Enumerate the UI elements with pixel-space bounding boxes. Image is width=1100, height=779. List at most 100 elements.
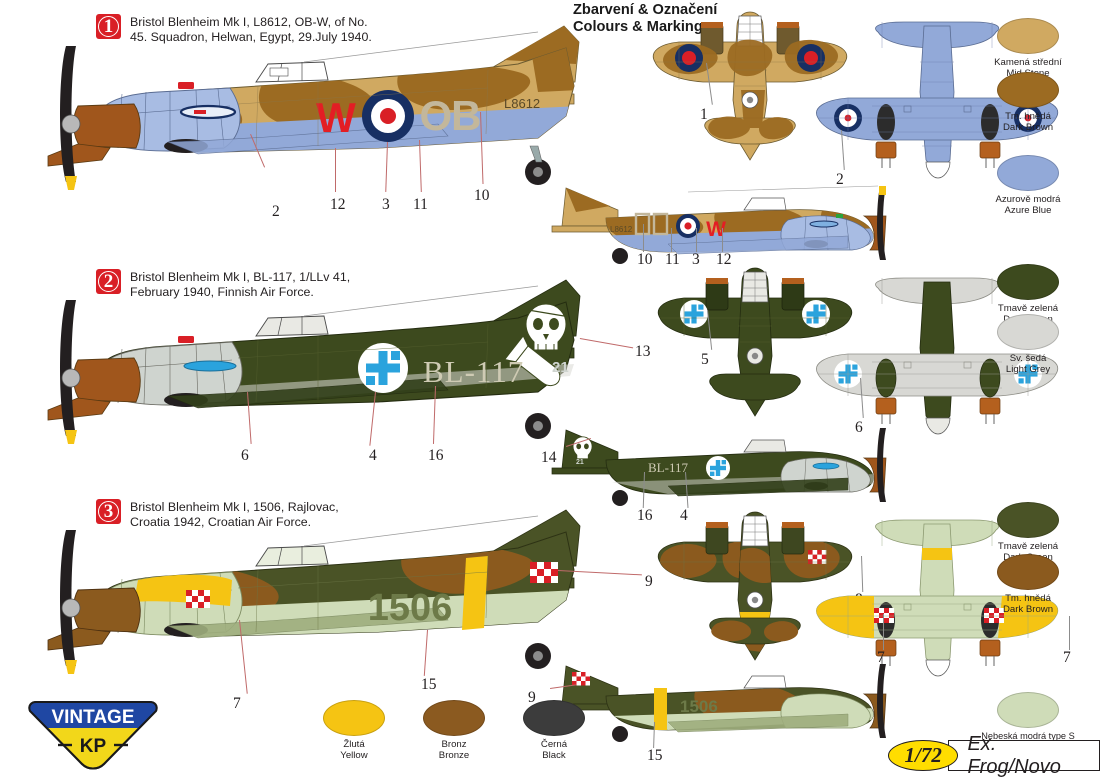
national-marking-starboard-2 — [706, 456, 730, 480]
national-marking-upper-right-2 — [802, 300, 830, 328]
engine-lower-fairing-1 — [47, 143, 111, 167]
logo-bottom-text: KP — [80, 736, 107, 757]
callout-13-profile-2: 13 — [635, 343, 651, 360]
vintage-kp-logo: VINTAGE KP — [28, 698, 158, 772]
tailwheel-starboard-2 — [612, 490, 628, 506]
panel-lines-1 — [237, 69, 489, 149]
propeller-starboard-3 — [877, 664, 886, 738]
engine-nacelle-right-3 — [781, 523, 805, 555]
callout-7-profile-3: 7 — [233, 695, 241, 712]
swatch-oval-dark-brown-1 — [997, 72, 1059, 108]
antenna-wire-3 — [303, 515, 539, 547]
nose-under-1 — [925, 161, 951, 179]
cockpit-canopy-3 — [255, 545, 329, 567]
scheme-caption-text-3: Bristol Blenheim Mk I, 1506, Rajlovac, C… — [130, 500, 339, 530]
propeller-1 — [60, 46, 76, 182]
callout-2-plan-1: 2 — [836, 171, 844, 188]
yellow-fuselage-band-3 — [462, 556, 488, 630]
aircraft-profile-starboard-1: L8612 W — [548, 182, 888, 264]
code-pair-port-1: OB — [420, 92, 481, 139]
kit-origin-label: Ex. Frog/Novo — [948, 733, 1100, 778]
swatch-oval-sky-type-s — [997, 692, 1059, 728]
page-title: Zbarvení & Označení Colours & Markings — [573, 2, 718, 35]
nose-light-2 — [178, 336, 194, 343]
propeller-2 — [60, 300, 76, 436]
callout-16-profile-2: 16 — [428, 447, 444, 464]
callout-15-starboard-3: 15 — [647, 747, 663, 764]
swatch-oval-azure-blue — [997, 155, 1059, 191]
callout-11-starboard-1: 11 — [665, 251, 680, 268]
callout-3-profile-1: 3 — [382, 196, 390, 213]
aircraft-plan-bottom-2 — [812, 277, 1062, 443]
nose-window-2 — [183, 360, 237, 372]
croatian-chequer-under-right-3 — [984, 608, 1004, 623]
serial-starboard-3: 1506 — [680, 697, 718, 716]
colour-swatch-mid-stone: Kamená středníMid Stone — [978, 18, 1078, 80]
callout-6-profile-2: 6 — [241, 447, 249, 464]
national-marking-port-2 — [358, 343, 408, 393]
nose-window-detail-1 — [194, 110, 206, 114]
croatian-chequer-nose-3 — [186, 590, 210, 608]
scheme-badge-3: 3 — [96, 499, 121, 524]
scheme-caption-text-2: Bristol Blenheim Mk I, BL-117, 1/LLv 41,… — [130, 270, 351, 300]
engine-nacelle-right-2 — [781, 279, 805, 311]
leader-line — [883, 614, 884, 650]
code-letter-port-1: W — [316, 94, 356, 141]
cockpit-canopy-1 — [255, 61, 329, 83]
callout-5-plan-2: 5 — [701, 351, 709, 368]
aircraft-plan-top-2 — [650, 267, 860, 433]
swatch-oval-dark-brown-3 — [997, 554, 1059, 590]
callout-11-profile-1: 11 — [413, 196, 428, 213]
swatch-oval-bronze — [423, 700, 485, 736]
leader-line — [722, 228, 723, 252]
aircraft-profile-starboard-3: 1506 — [548, 660, 888, 755]
scale-badge: 1/72 Ex. Frog/Novo — [888, 733, 1100, 778]
canopy-starboard-1 — [743, 197, 787, 211]
callout-4-starboard-2: 4 — [680, 507, 688, 524]
callout-2-profile-1: 2 — [272, 203, 280, 220]
wing-3 — [167, 607, 449, 639]
scheme-badge-1: 1 — [96, 14, 121, 39]
code-pair-starboard-1 — [634, 212, 669, 236]
croatian-chequer-fin-3 — [530, 562, 558, 583]
swatch-oval-dark-green-3 — [997, 502, 1059, 538]
propeller-spinner-1 — [61, 114, 81, 134]
nacelle-under-left-2 — [875, 358, 897, 398]
engine-cowling-3 — [73, 587, 141, 633]
propeller-starboard-1 — [877, 186, 886, 260]
cockpit-canopy-2 — [255, 315, 329, 337]
callout-9-starboard-3: 9 — [528, 689, 536, 706]
croatian-chequer-upper-right-3 — [808, 550, 827, 564]
callout-6-plan-2: 6 — [855, 419, 863, 436]
callout-12-profile-1: 12 — [330, 196, 346, 213]
code-letter-starboard-1: W — [706, 218, 726, 241]
canopy-starboard-2 — [743, 439, 787, 453]
yellow-wingtip-left-3 — [816, 596, 874, 638]
tailwheel-starboard-1 — [612, 248, 628, 264]
nose-art-skull-2 — [525, 303, 567, 351]
propeller-starboard-2 — [877, 428, 886, 502]
nose-art-number-2: 21 — [552, 359, 569, 376]
swatch-oval-dark-green-2 — [997, 264, 1059, 300]
aircraft-profile-starboard-2: 21 BL-117 — [548, 424, 888, 506]
callout-12-starboard-1: 12 — [716, 251, 732, 268]
logo-top-text: VINTAGE — [51, 707, 134, 728]
callout-7-plan-far-3: 7 — [1063, 649, 1071, 666]
engine-nacelle-left-3 — [705, 523, 729, 555]
callout-14-starboard-2: 14 — [541, 449, 557, 466]
leader-line — [643, 224, 644, 252]
yellow-band-under-3 — [922, 548, 952, 560]
antenna-wire-1 — [303, 31, 539, 63]
